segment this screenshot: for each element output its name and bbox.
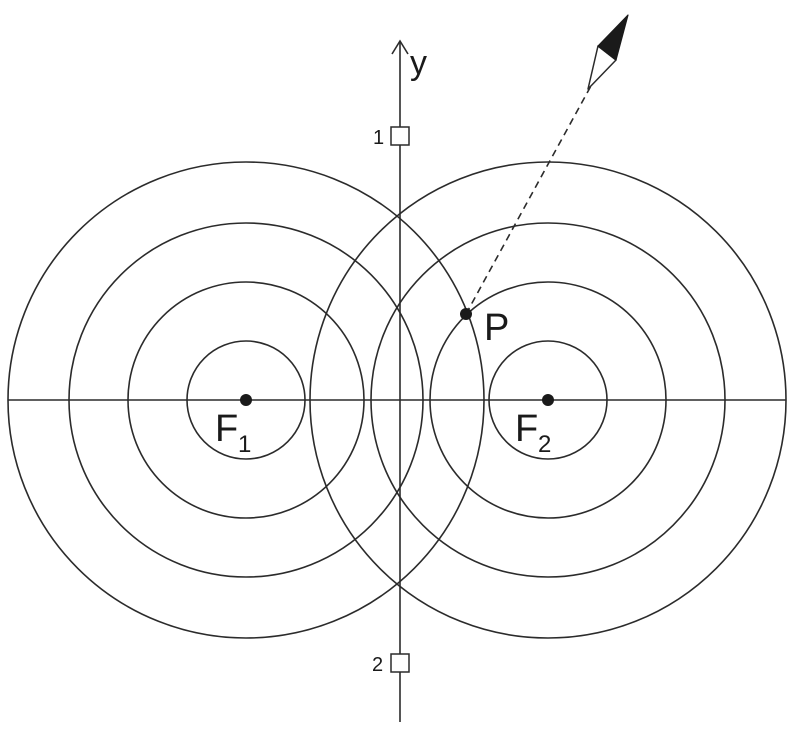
left-ring-3 xyxy=(68,222,424,578)
right-source-rings xyxy=(309,161,787,639)
point-p-dot xyxy=(460,308,472,320)
marker-square-1 xyxy=(390,126,410,146)
dashed-ray xyxy=(465,83,593,315)
focus-f2-subscript: 2 xyxy=(538,431,551,458)
focus-f2-label: F xyxy=(515,408,538,450)
focus-f1-label: F xyxy=(215,408,238,450)
needle-black-half xyxy=(597,14,629,61)
focus-f1-dot xyxy=(240,394,252,406)
left-ring-4 xyxy=(7,161,485,639)
left-ring-2 xyxy=(127,281,365,519)
marker-square-2 xyxy=(390,653,410,673)
left-ring-1 xyxy=(186,340,306,460)
marker-label-1: 1 xyxy=(373,127,384,149)
focus-f1-subscript: 1 xyxy=(238,431,251,458)
right-ring-4 xyxy=(309,161,787,639)
marker-label-2: 2 xyxy=(372,654,383,676)
point-p-label: P xyxy=(484,307,509,349)
right-ring-3 xyxy=(370,222,726,578)
compass-needle-icon xyxy=(587,14,629,90)
right-ring-1 xyxy=(488,340,608,460)
left-source-rings xyxy=(7,161,485,639)
right-ring-2 xyxy=(429,281,667,519)
y-axis-arrowhead xyxy=(391,39,409,55)
focus-f2-dot xyxy=(542,394,554,406)
y-axis-label: y xyxy=(410,44,427,82)
